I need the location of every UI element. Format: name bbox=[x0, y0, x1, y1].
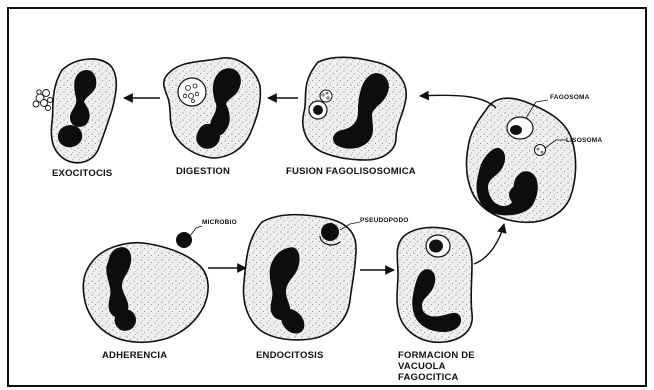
label-exocitosis: EXOCITOCIS bbox=[52, 168, 112, 179]
label-digestion: DIGESTION bbox=[176, 166, 230, 177]
label-formacion-2: VACUOLA bbox=[398, 361, 446, 372]
cell-fagosoma-lisosoma bbox=[467, 98, 576, 222]
digestive-vacuole-icon bbox=[178, 78, 206, 106]
label-fagosoma: FAGOSOMA bbox=[550, 94, 590, 101]
label-formacion-3: FAGOCITICA bbox=[398, 372, 459, 383]
cell-fusion-fagolisosomica bbox=[303, 57, 406, 160]
label-endocitosis: ENDOCITOSIS bbox=[256, 350, 323, 361]
cell-endocitosis bbox=[244, 215, 360, 340]
cell-exocitosis bbox=[33, 59, 116, 163]
lisosoma-icon bbox=[535, 145, 546, 156]
cell-adherencia bbox=[83, 226, 208, 342]
label-microbio: MICROBIO bbox=[202, 219, 237, 226]
fagosoma-vacuole-icon bbox=[507, 117, 533, 139]
phagocytic-vacuole-icon bbox=[426, 235, 450, 257]
microbio-icon bbox=[176, 232, 192, 248]
arrow-to-fusion bbox=[420, 95, 496, 108]
cell-digestion bbox=[164, 58, 261, 158]
cell-formacion-vacuola bbox=[397, 228, 472, 343]
label-formacion-1: FORMACION DE bbox=[398, 350, 475, 361]
label-lisosoma: LISOSOMA bbox=[566, 137, 602, 144]
label-adherencia: ADHERENCIA bbox=[102, 350, 167, 361]
exocytosed-debris-icon bbox=[33, 90, 53, 111]
label-fusion: FUSION FAGOLISOSOMICA bbox=[286, 166, 416, 177]
arrow-to-fagosoma bbox=[474, 224, 504, 264]
label-seudopodo: PSEUDOPODO bbox=[360, 217, 409, 224]
